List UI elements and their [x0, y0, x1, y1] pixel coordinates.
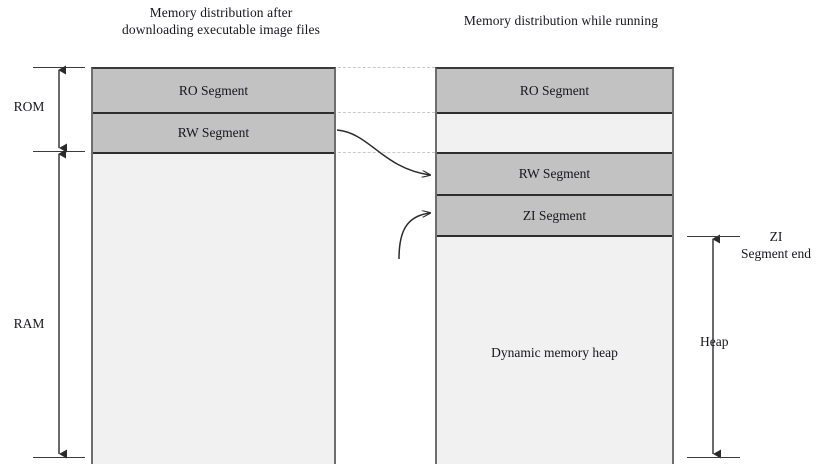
- left-segment-free: [93, 154, 334, 464]
- tick-zi-segment-end: [687, 236, 740, 237]
- connector-line-ro-bottom: [338, 112, 435, 113]
- left-segment-ro: RO Segment: [93, 69, 334, 114]
- right-segment-rw: RW Segment: [437, 154, 672, 196]
- arrow-zi-origin: [398, 213, 430, 260]
- zi-label-line2: Segment end: [740, 246, 812, 261]
- right-segment-gap: [437, 114, 672, 154]
- bracket-label-heap: Heap: [700, 334, 729, 349]
- tick-rom-top: [33, 67, 85, 68]
- right-segment-heap: Dynamic memory heap: [437, 237, 672, 464]
- tick-ram-bottom: [33, 457, 85, 458]
- right-segment-ro: RO Segment: [437, 69, 672, 114]
- left-segment-rw: RW Segment: [93, 114, 334, 154]
- bracket-label-zi-segment-end: ZI Segment end: [722, 228, 829, 262]
- bracket-label-rom: ROM: [13, 99, 45, 114]
- connector-line-ro-top: [338, 67, 435, 68]
- connector-line-rw-bottom: [338, 152, 435, 153]
- left-column-title: Memory distribution after downloading ex…: [122, 5, 320, 37]
- tick-heap-bottom: [687, 457, 740, 458]
- right-segment-zi: ZI Segment: [437, 196, 672, 237]
- zi-label-line1: ZI: [769, 229, 783, 244]
- left-memory-column: RO Segment RW Segment: [91, 67, 336, 464]
- right-column-title: Memory distribution while running: [463, 13, 659, 28]
- tick-rom-bottom: [33, 151, 85, 152]
- bracket-label-ram: RAM: [13, 316, 45, 331]
- right-memory-column: RO Segment RW Segment ZI Segment Dynamic…: [435, 67, 674, 464]
